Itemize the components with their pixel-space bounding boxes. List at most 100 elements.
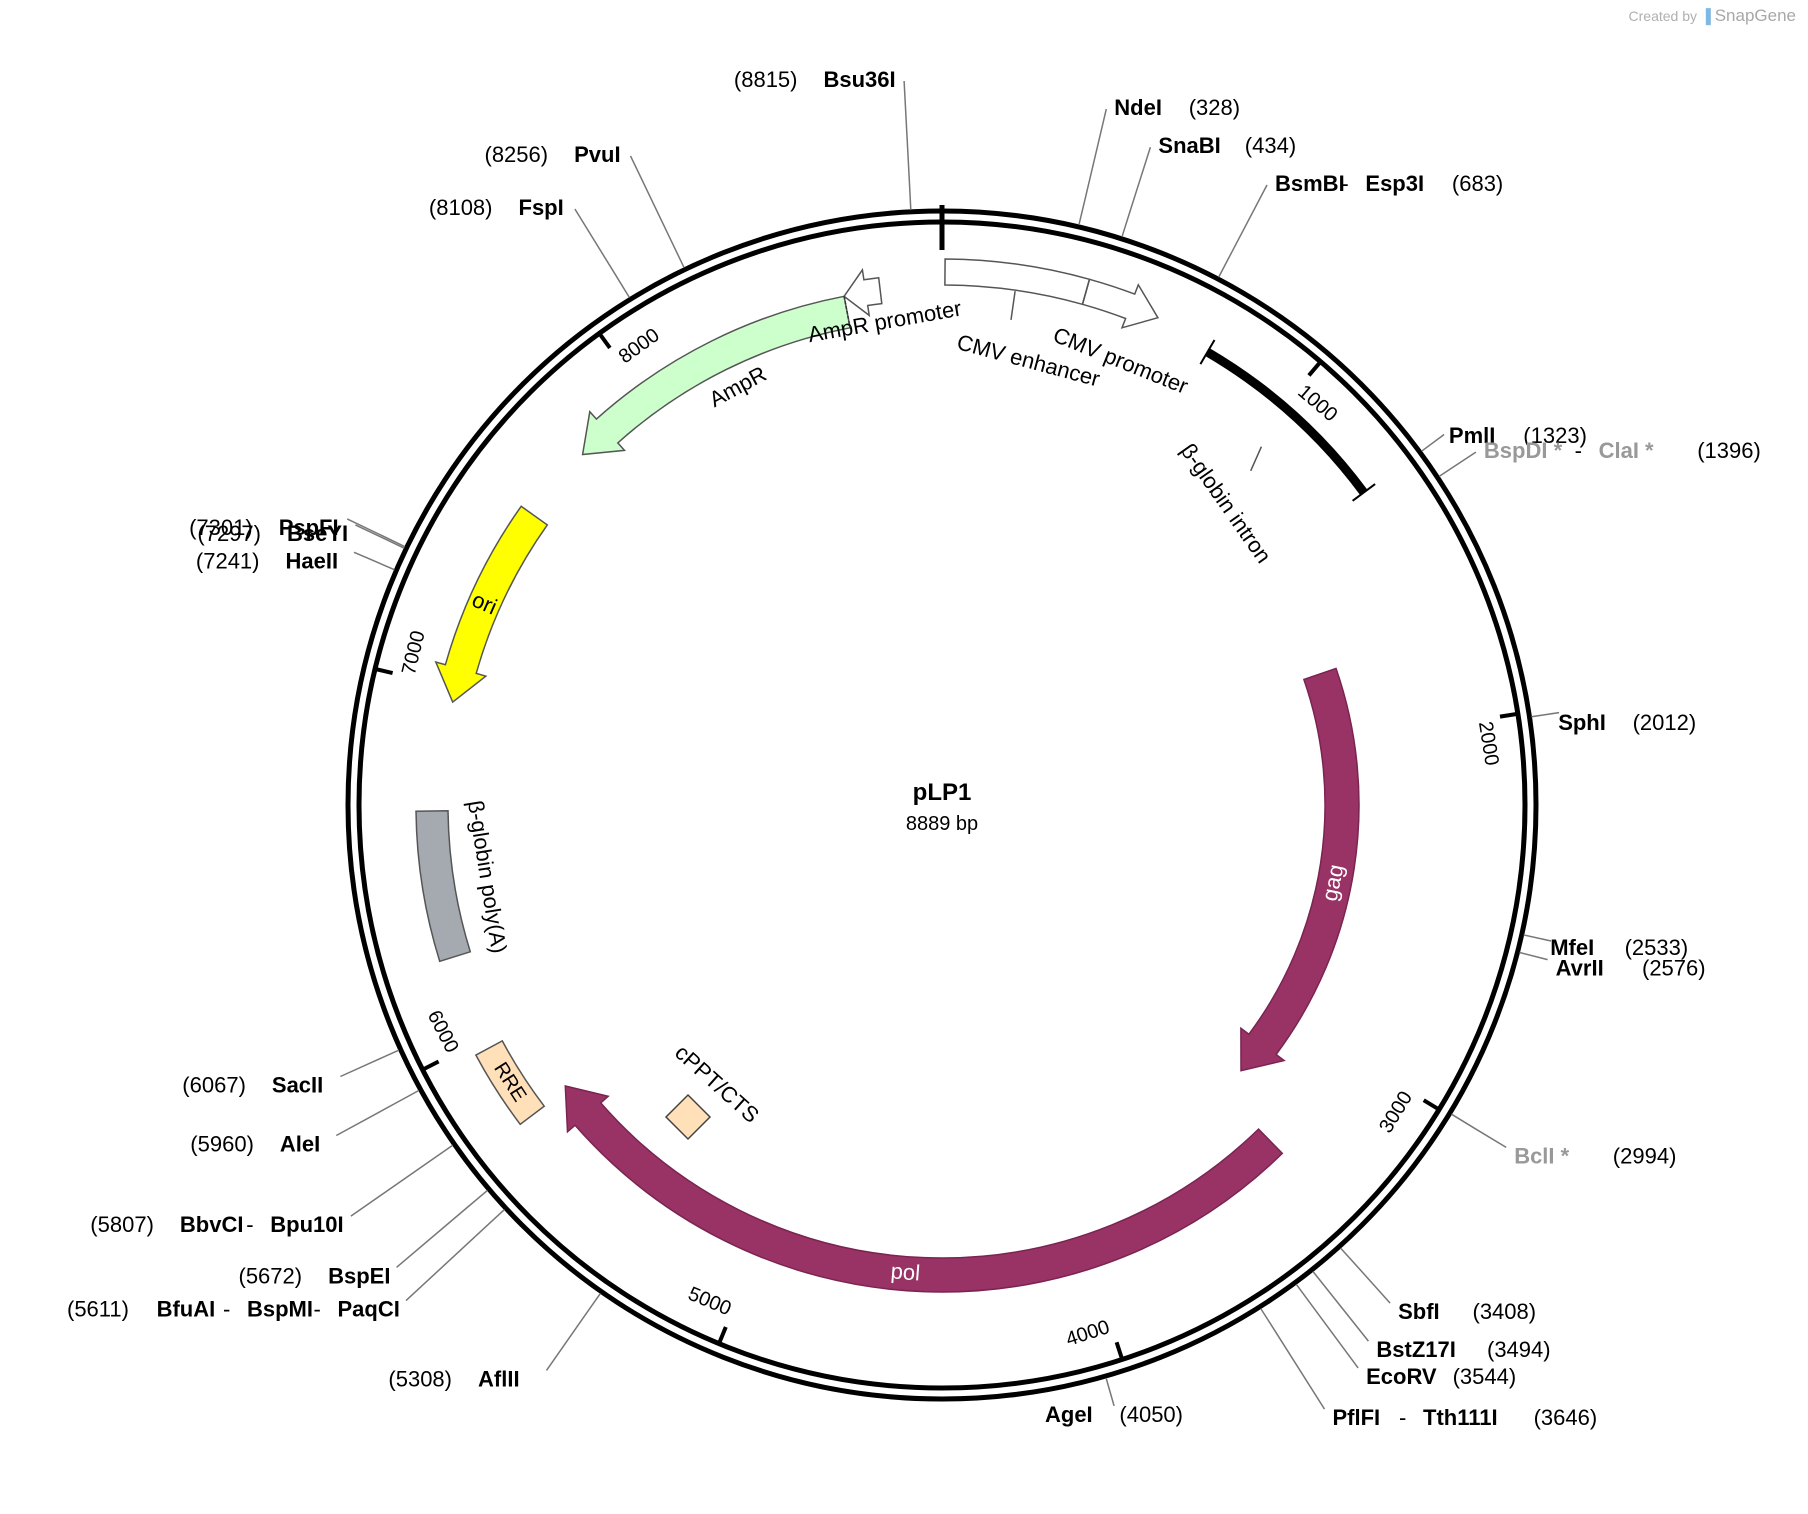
site-leader-line [340, 1049, 400, 1078]
tick-label: 4000 [1063, 1316, 1112, 1351]
site-name: PspFI [279, 515, 339, 540]
feature-beta-globin-polya[interactable] [415, 810, 472, 963]
site-bseyi[interactable]: (7297)BseYI [197, 521, 405, 549]
feature-leader-line [1010, 291, 1016, 321]
site-haeii[interactable]: (7241) HaeII [196, 548, 395, 573]
site-fspi[interactable]: (8108)FspI [429, 195, 631, 298]
center-label: pLP1 8889 bp [906, 779, 978, 835]
feature-ampr-promoter[interactable] [843, 267, 883, 318]
site-position: (1396) [1697, 438, 1761, 463]
site-bsu36i[interactable]: (8815)Bsu36I [734, 67, 912, 210]
site-leader-line [353, 551, 395, 571]
site-bfuai-bspmi-paqci[interactable]: (5611)BfuAI-BspMI-PaqCI [67, 1209, 505, 1322]
site-position: (434) [1245, 133, 1296, 158]
site-pflfi-tth111i[interactable]: PflFI-Tth111I(3646) [1260, 1308, 1597, 1431]
site-ecorv[interactable]: EcoRV(3544) [1295, 1283, 1516, 1389]
plasmid-name: pLP1 [913, 779, 972, 806]
site-name: Tth111I [1423, 1405, 1498, 1430]
site-separator: - [314, 1297, 321, 1322]
site-name: SbfI [1398, 1299, 1440, 1324]
tick-mark [1114, 1341, 1125, 1363]
feature-ori[interactable] [434, 505, 549, 704]
credit-brand: SnapGene [1714, 6, 1796, 25]
site-sphi[interactable]: SphI(2012) [1531, 710, 1696, 735]
site-name: ClaI * [1599, 438, 1654, 463]
site-separator: - [246, 1212, 253, 1237]
site-leader-line [1218, 184, 1268, 278]
site-name: MfeI [1550, 935, 1594, 960]
feature-cppt-cts[interactable] [664, 1093, 712, 1141]
site-position: (7241) [196, 548, 260, 573]
site-name: BseYI [287, 521, 348, 546]
site-name: BstZ17I [1376, 1337, 1455, 1362]
site-leader-line [1340, 1247, 1391, 1304]
site-leader-line [355, 524, 405, 549]
site-sacii[interactable]: (6067)SacII [182, 1049, 400, 1098]
tick-mark [1422, 1098, 1442, 1113]
site-bstz17i[interactable]: BstZ17I (3494) [1312, 1271, 1551, 1363]
site-position: (5807) [90, 1212, 154, 1237]
site-leader-line [346, 518, 406, 548]
site-snabi[interactable]: SnaBI(434) [1121, 133, 1296, 238]
tick-mark [1499, 711, 1521, 719]
tick-label: 2000 [1474, 720, 1503, 767]
tick-mark [716, 1326, 728, 1347]
site-name: BspMI [247, 1297, 313, 1322]
site-leader-line [1105, 1377, 1115, 1407]
site-bspdi-clai[interactable]: BspDI *-ClaI *(1396) [1438, 438, 1761, 478]
site-name: HaeII [286, 548, 339, 573]
site-leader-line [1312, 1271, 1369, 1342]
site-position: (328) [1189, 95, 1240, 120]
site-pmli[interactable]: PmlI(1323) [1421, 423, 1587, 452]
site-name: BsmBI [1275, 171, 1345, 196]
site-name: Bsu36I [824, 67, 896, 92]
site-leader-line [1438, 451, 1477, 478]
site-alei[interactable]: (5960)AleI [190, 1089, 420, 1157]
site-name: BbvCI [180, 1212, 244, 1237]
site-bcli[interactable]: BclI *(2994) [1451, 1113, 1677, 1168]
site-mfei[interactable]: MfeI(2533) [1523, 934, 1688, 960]
site-leader-line [1523, 934, 1552, 942]
site-name: Esp3I [1365, 171, 1424, 196]
site-bspei[interactable]: (5672)BspEI [239, 1189, 488, 1288]
site-leader-line [1519, 951, 1548, 961]
site-bsmbi-esp3i[interactable]: BsmBI-Esp3I(683) [1218, 171, 1504, 278]
site-position: (5672) [239, 1263, 303, 1288]
feature-ampr[interactable] [581, 295, 851, 456]
feature-rre[interactable] [474, 1039, 546, 1126]
site-separator: - [1341, 171, 1348, 196]
site-leader-line [1421, 433, 1445, 452]
site-name: Bpu10I [270, 1212, 343, 1237]
site-position: (5611) [67, 1297, 129, 1322]
site-pvui[interactable]: (8256)PvuI [485, 142, 685, 269]
feature-beta-globin-intron[interactable] [1205, 348, 1368, 496]
feature-cmv-enhancer[interactable] [944, 258, 1091, 306]
site-position: (5308) [388, 1366, 452, 1391]
site-aflii[interactable]: (5308) AflII [388, 1292, 602, 1391]
site-separator: - [1575, 438, 1582, 463]
site-ndei[interactable]: NdeI(328) [1078, 95, 1240, 226]
site-pspfi[interactable]: (7301) PspFI [189, 515, 406, 548]
feature-gag[interactable] [1240, 667, 1360, 1072]
site-bbvci-bpu10i[interactable]: (5807) BbvCI-Bpu10I [90, 1144, 454, 1237]
snapgene-logo-icon: ▐ [1700, 8, 1711, 24]
site-leader-line [335, 1089, 420, 1137]
site-leader-line [1121, 146, 1152, 238]
site-avrii[interactable]: AvrII(2576) [1519, 951, 1706, 981]
backbone [345, 205, 1539, 1402]
feature-label: pol [890, 1258, 921, 1285]
site-sbfi[interactable]: SbfI(3408) [1340, 1247, 1536, 1324]
site-leader-line [629, 155, 685, 269]
site-position: (3494) [1487, 1337, 1551, 1362]
site-position: (7301) [189, 515, 253, 540]
tick-label: 3000 [1375, 1088, 1417, 1137]
feature-pol[interactable] [564, 1085, 1284, 1293]
site-name: EcoRV [1366, 1364, 1437, 1389]
site-name: AflII [478, 1366, 520, 1391]
feature-cmv-promoter[interactable] [1081, 278, 1160, 329]
snapgene-credit: Created by ▐ SnapGene [1629, 6, 1796, 26]
site-agei[interactable]: AgeI(4050) [1045, 1377, 1183, 1427]
site-name: PvuI [574, 142, 620, 167]
